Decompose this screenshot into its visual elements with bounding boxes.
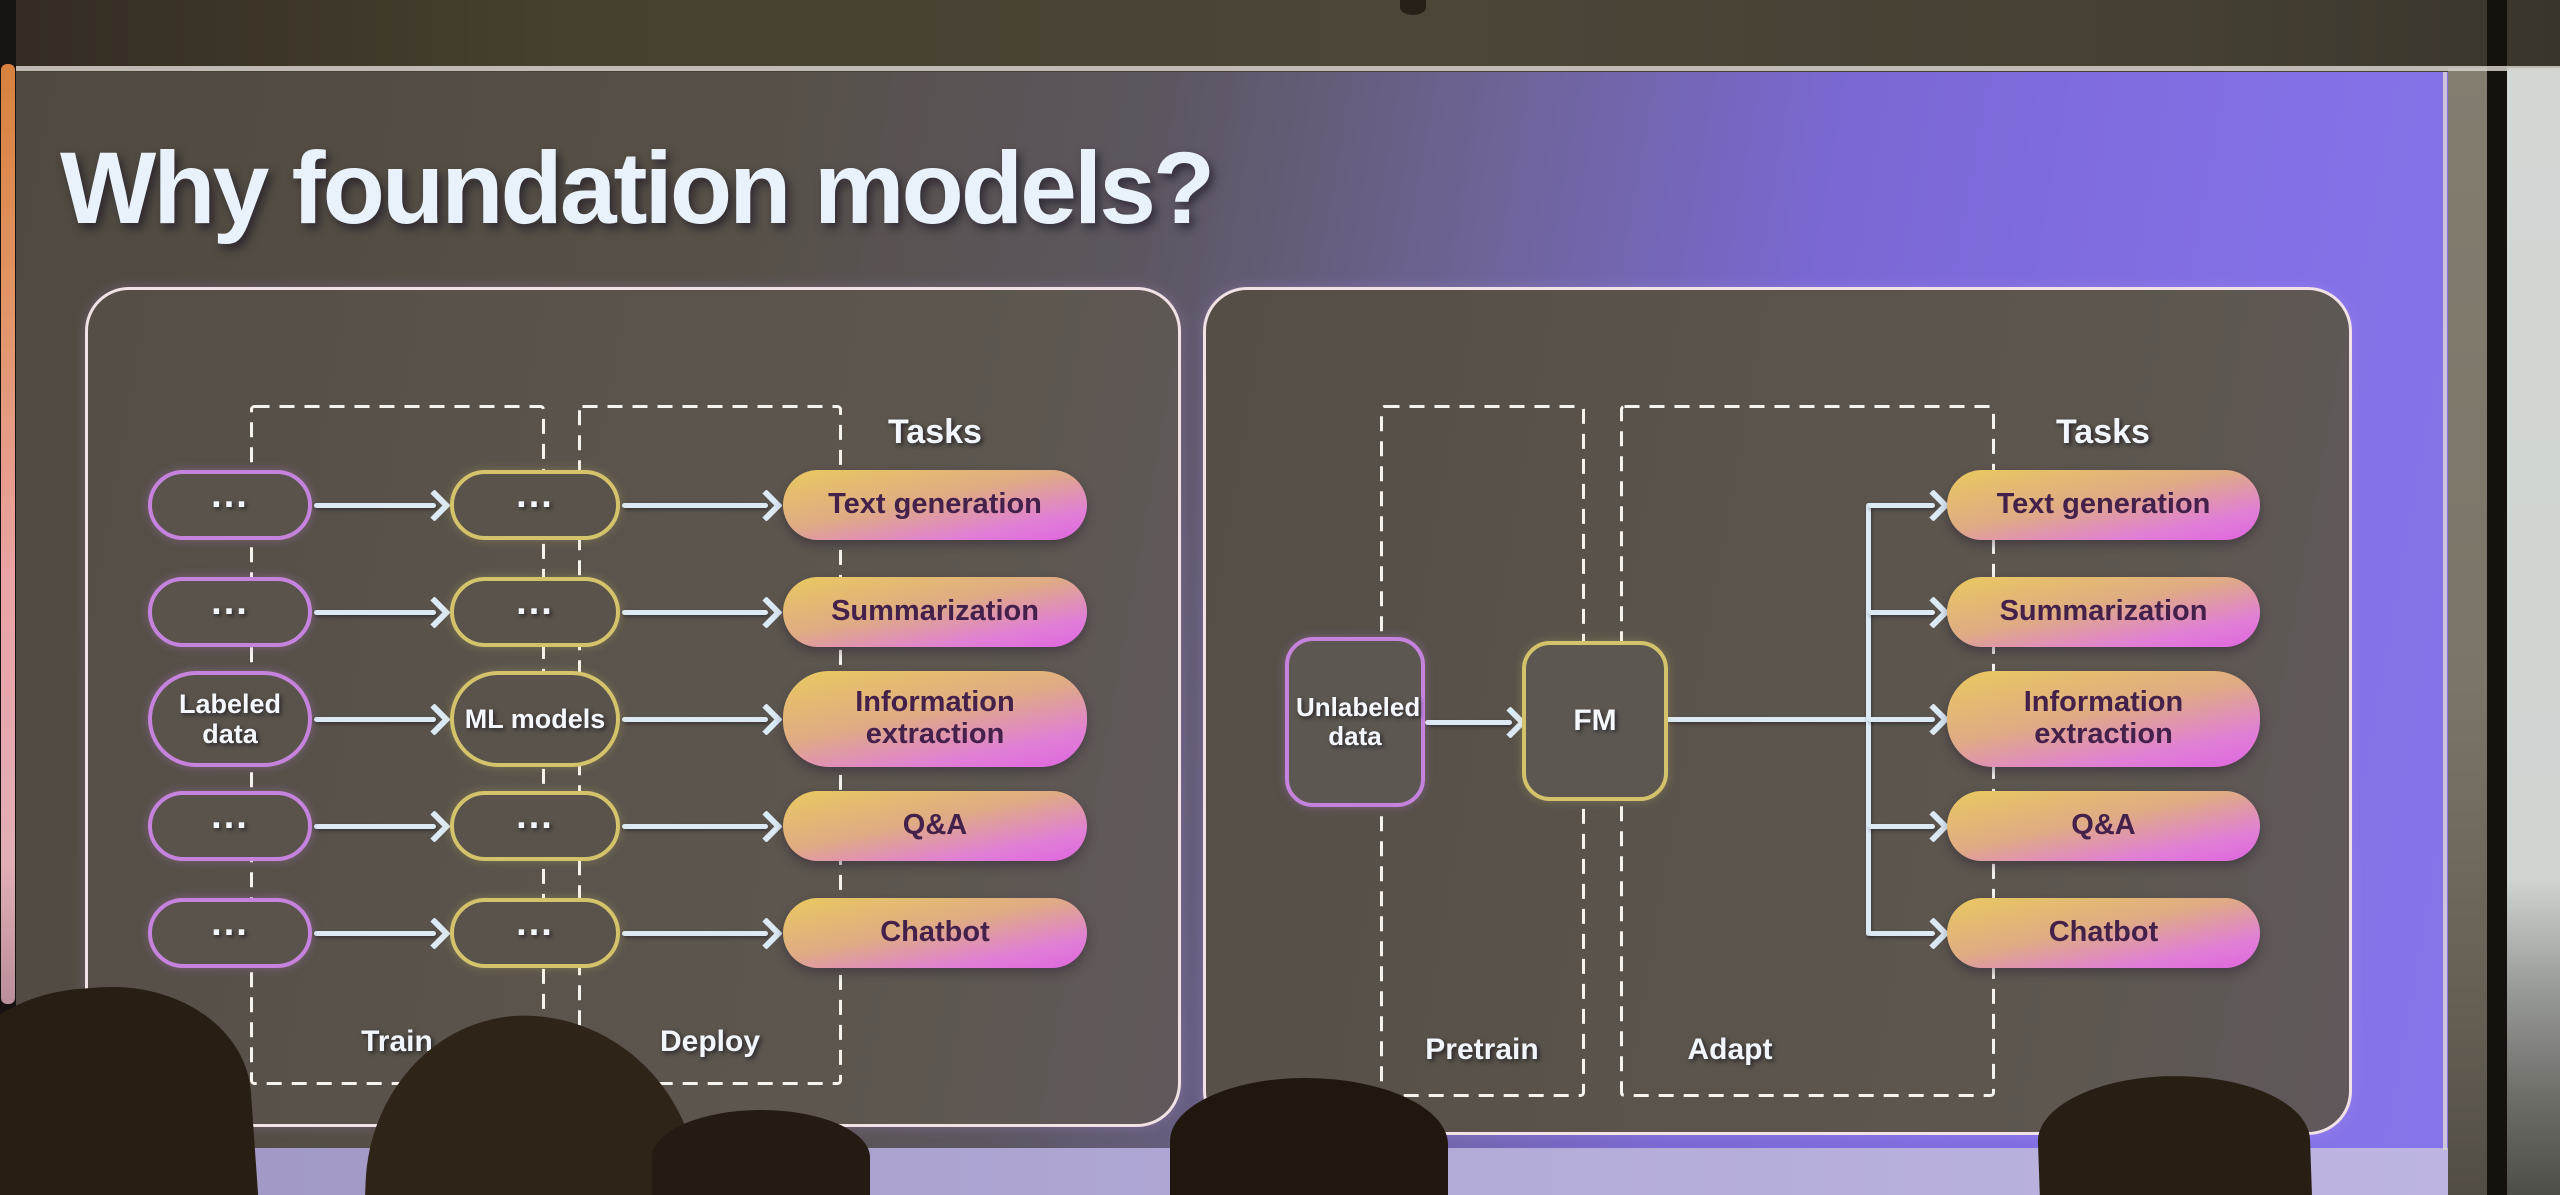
task-pill: Text generation — [783, 470, 1087, 540]
data-pill: ... — [148, 577, 312, 647]
task-pill: Summarization — [1947, 577, 2260, 647]
tasks-header-right: Tasks — [2056, 413, 2150, 451]
wall-shadow-line — [2487, 0, 2507, 1195]
task-pill: Q&A — [783, 791, 1087, 861]
fm-box: FM — [1522, 641, 1668, 801]
data-pill: Labeled data — [148, 671, 312, 767]
model-pill: ... — [450, 791, 620, 861]
task-pill: Text generation — [1947, 470, 2260, 540]
task-pill: Q&A — [1947, 791, 2260, 861]
screen-bezel — [2448, 68, 2487, 1195]
pretrain-label: Pretrain — [1425, 1033, 1539, 1066]
screen-top-edge — [0, 66, 2560, 71]
ceiling-dot — [1400, 0, 1426, 15]
slide-title: Why foundation models? — [60, 131, 1215, 245]
data-pill: ... — [148, 898, 312, 968]
task-pill: Chatbot — [783, 898, 1087, 968]
data-pill: ... — [148, 791, 312, 861]
model-pill: ML models — [450, 671, 620, 767]
deploy-label: Deploy — [659, 1025, 761, 1058]
slide: Why foundation models? Tasks ... ... Lab… — [16, 72, 2448, 1195]
task-pill: Information extraction — [783, 671, 1087, 767]
model-pill: ... — [450, 470, 620, 540]
adapt-label: Adapt — [1687, 1033, 1773, 1066]
room-ceiling-band — [0, 0, 2560, 68]
audience-head — [1170, 1078, 1448, 1195]
model-pill: ... — [450, 577, 620, 647]
task-pill: Summarization — [783, 577, 1087, 647]
door-light-strip — [1, 64, 15, 1004]
train-label: Train — [361, 1025, 433, 1058]
tasks-header-left: Tasks — [888, 413, 982, 451]
screen-right-edge — [2443, 72, 2447, 1150]
task-pill: Chatbot — [1947, 898, 2260, 968]
wall — [2507, 68, 2560, 1195]
audience-head — [652, 1110, 870, 1195]
model-pill: ... — [450, 898, 620, 968]
task-pill: Information extraction — [1947, 671, 2260, 767]
fm-output-line — [1665, 716, 1871, 722]
data-pill: ... — [148, 470, 312, 540]
unlabeled-data-box: Unlabeled data — [1285, 637, 1425, 807]
